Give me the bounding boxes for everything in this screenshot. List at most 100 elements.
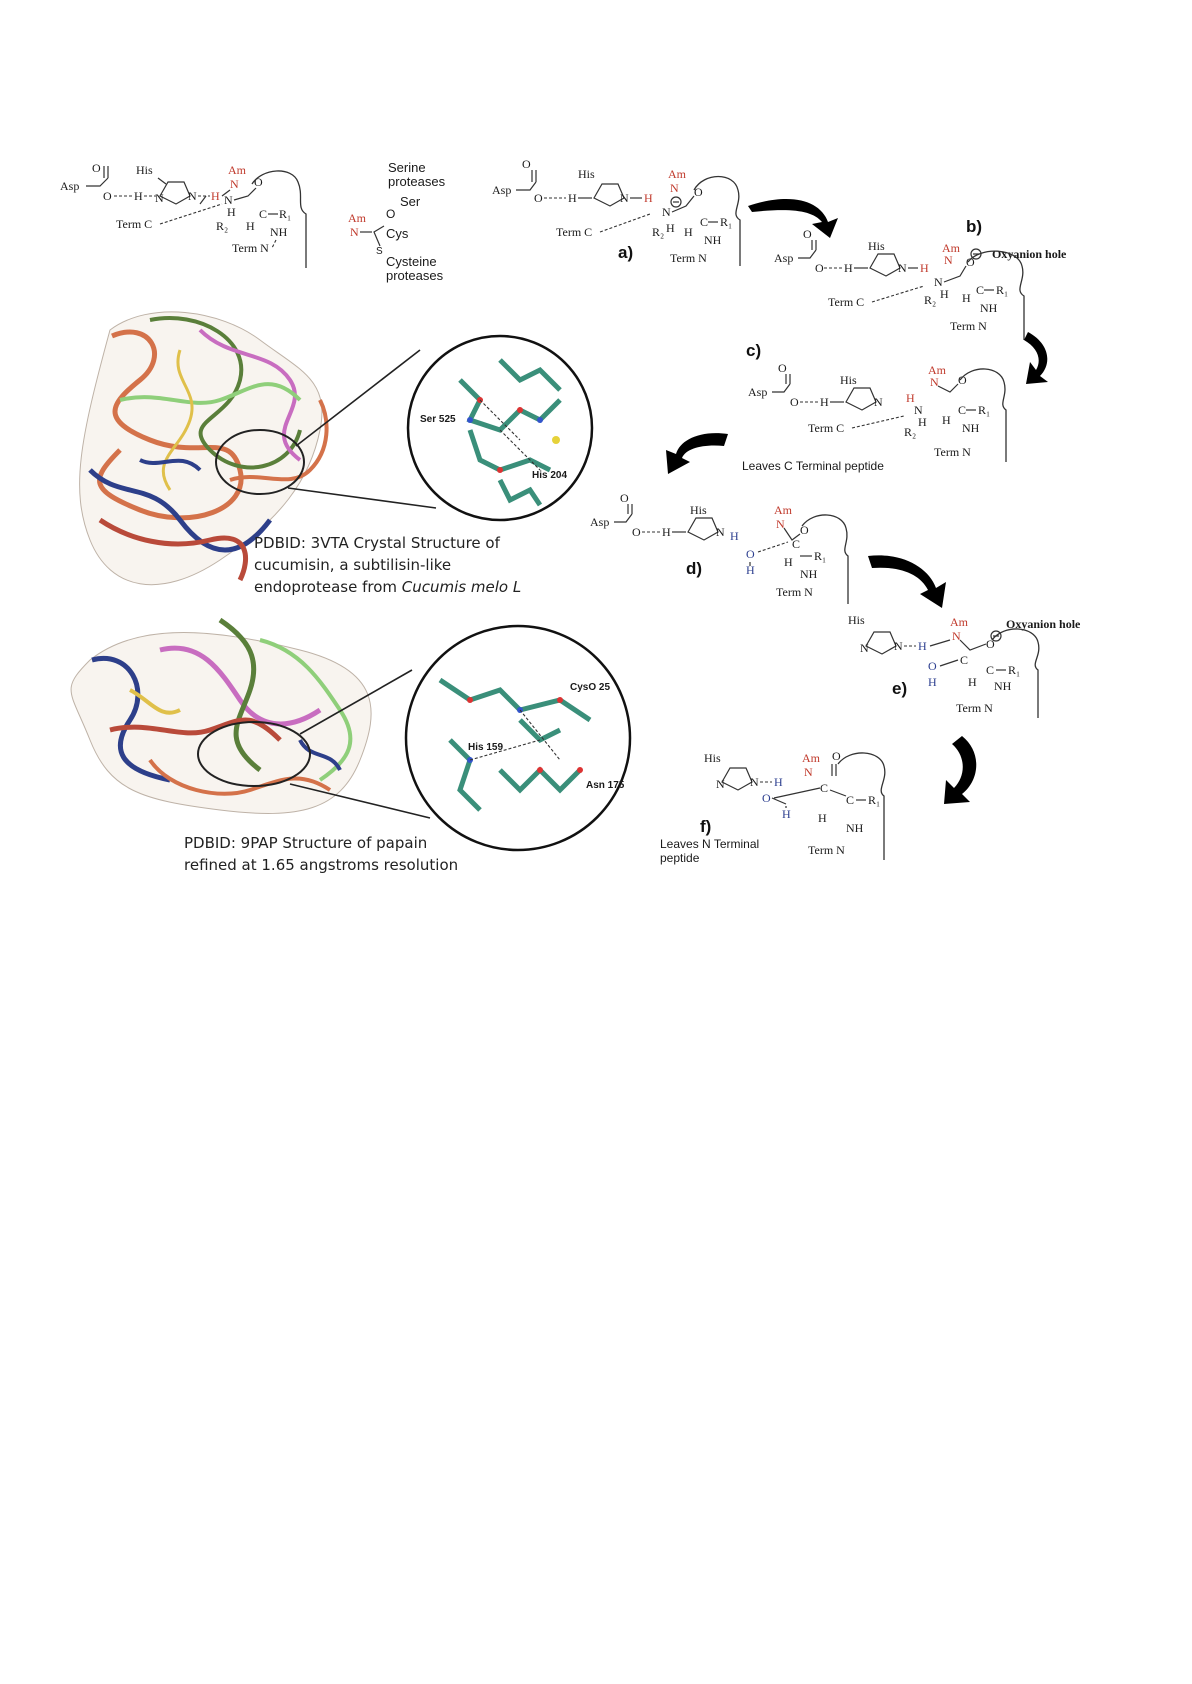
red-h-label: H	[644, 191, 653, 205]
blue-h-label: H	[746, 563, 755, 577]
h-label: H	[942, 413, 951, 427]
o-label: O	[778, 361, 787, 375]
o-label: O	[534, 191, 543, 205]
c-label: C	[259, 207, 267, 221]
red-h-label: H	[906, 391, 915, 405]
his-label: His	[578, 167, 595, 181]
blue-o-label: O	[928, 659, 937, 673]
r2-label: R₂	[652, 225, 664, 239]
step-e-scheme: His N N H Am N O Oxyanion hole C O H C R…	[848, 613, 1081, 718]
generic-triad-scheme: Asp O O H His N N H Am N N O H H C R₁ NH…	[60, 161, 307, 268]
o-label: O	[832, 749, 841, 763]
cysteine-label: Cysteine	[386, 254, 437, 269]
blue-o-label: O	[762, 791, 771, 805]
r1-label: R₁	[720, 215, 732, 229]
ser-label: Ser	[400, 194, 421, 209]
amide-n-label: N	[224, 193, 233, 207]
his-label: His	[136, 163, 153, 177]
imidazole-ring-icon	[593, 183, 625, 207]
n-label: N	[716, 777, 725, 791]
r1-label: R₁	[996, 283, 1008, 297]
red-n-label: N	[804, 765, 813, 779]
step-b-label: b)	[966, 217, 982, 236]
imidazole-ring-icon	[865, 631, 897, 655]
blue-h-label: H	[928, 675, 937, 689]
step-e-label: e)	[892, 679, 907, 698]
n-label: N	[894, 639, 903, 653]
n-label: N	[620, 191, 629, 205]
term-n-label: Term N	[670, 251, 707, 265]
negative-charge-icon	[670, 196, 682, 208]
step-f-scheme: His N N H Am N O O H C C R₁ H NH Term N …	[660, 749, 886, 865]
ser-525-label: Ser 525	[420, 414, 456, 425]
term-n-label: Term N	[956, 701, 993, 715]
cucumisin-caption-line-1: PDBID: 3VTA Crystal Structure of	[254, 534, 501, 552]
term-c-label: Term C	[556, 225, 592, 239]
c-label: C	[820, 781, 828, 795]
r1-label: R₁	[978, 403, 990, 417]
r2-label: R₂	[924, 293, 936, 307]
species-name: Cucumis melo L	[402, 578, 521, 596]
arrow-icon	[748, 199, 838, 238]
c-label: C	[792, 537, 800, 551]
h-label: H	[940, 287, 949, 301]
proteases-label: proteases	[388, 174, 446, 189]
oxyanion-hole-label: Oxyanion hole	[992, 247, 1067, 261]
peptide-label: peptide	[660, 851, 700, 865]
protease-types: Serine proteases Ser O Am N Cys S Cystei…	[348, 160, 446, 283]
nh-label: NH	[800, 567, 818, 581]
n-label: N	[914, 403, 923, 417]
arrow-icon	[944, 736, 977, 804]
asp-label: Asp	[492, 183, 511, 197]
n-label: N	[934, 275, 943, 289]
imidazole-ring-icon	[721, 767, 753, 791]
step-a-label: a)	[618, 243, 633, 262]
his-label: His	[848, 613, 865, 627]
nh-label: NH	[980, 301, 998, 315]
step-d-label: d)	[686, 559, 702, 578]
n-label: N	[716, 525, 725, 539]
red-n-label: N	[230, 177, 239, 191]
am-label: Am	[228, 163, 247, 177]
imidazole-ring-icon	[159, 181, 191, 205]
am-label: Am	[928, 363, 947, 377]
papain-caption-line-2: refined at 1.65 angstroms resolution	[184, 856, 458, 874]
proteases-label: proteases	[386, 268, 444, 283]
o-label: O	[386, 207, 395, 221]
arrow-icon	[1024, 332, 1048, 384]
nh-label: NH	[846, 821, 864, 835]
active-site-highlight	[197, 721, 311, 787]
red-h-label: H	[211, 189, 220, 203]
term-n-label: Term N	[232, 241, 269, 255]
o-label: O	[790, 395, 799, 409]
h-label: H	[818, 811, 827, 825]
serine-label: Serine	[388, 160, 426, 175]
o-label: O	[958, 373, 967, 387]
step-c-scheme: c) Asp O O H His N Am N O H N H R₂ C R₁ …	[742, 341, 1007, 473]
o-label: O	[522, 157, 531, 171]
o-label: O	[254, 175, 263, 189]
cucumisin-caption-line-3: endoprotease from Cucumis melo L	[254, 578, 521, 596]
active-site-highlight	[215, 429, 305, 495]
c-label: C	[958, 403, 966, 417]
blue-h-label: H	[782, 807, 791, 821]
caption-prefix: endoprotease from	[254, 578, 402, 596]
n-label: N	[874, 395, 883, 409]
asp-label: Asp	[590, 515, 609, 529]
step-b-scheme: b) Asp O O H His N H Am N N O Oxyanion h…	[774, 217, 1067, 340]
n-label: N	[750, 775, 759, 789]
r2-label: R₂	[216, 219, 228, 233]
his-label: His	[840, 373, 857, 387]
c-label: C	[960, 653, 968, 667]
step-f-label: f)	[700, 817, 711, 836]
oxyanion-hole-label: Oxyanion hole	[1006, 617, 1081, 631]
n-label: N	[188, 189, 197, 203]
o-label: O	[815, 261, 824, 275]
his-204-label: His 204	[532, 470, 567, 481]
c-label: C	[986, 663, 994, 677]
term-n-label: Term N	[934, 445, 971, 459]
term-c-label: Term C	[828, 295, 864, 309]
r1-label: R₁	[1008, 663, 1020, 677]
am-label: Am	[802, 751, 821, 765]
blue-h-label: H	[774, 775, 783, 789]
